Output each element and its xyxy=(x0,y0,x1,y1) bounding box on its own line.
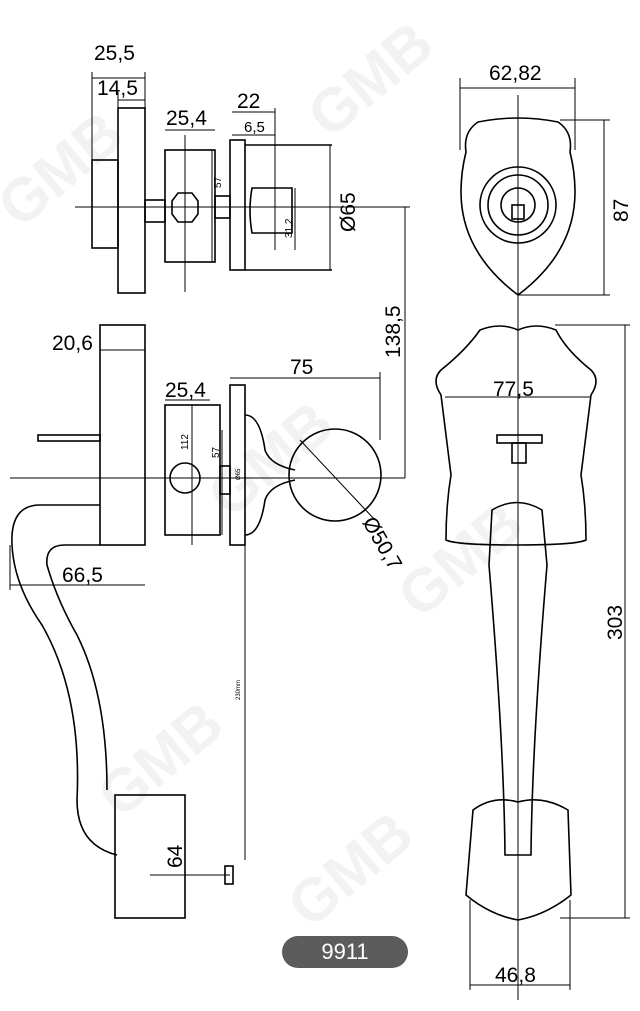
svg-text:112: 112 xyxy=(180,434,191,450)
svg-text:GMB: GMB xyxy=(275,799,425,940)
svg-text:GMB: GMB xyxy=(385,489,535,630)
svg-text:57: 57 xyxy=(213,176,224,188)
svg-text:14,5: 14,5 xyxy=(97,77,138,100)
svg-text:GMB: GMB xyxy=(85,689,235,830)
svg-text:31,2: 31,2 xyxy=(284,218,295,238)
svg-text:20,6: 20,6 xyxy=(52,332,93,355)
svg-text:77,5: 77,5 xyxy=(493,378,534,401)
svg-text:64: 64 xyxy=(164,844,187,868)
svg-text:22: 22 xyxy=(237,90,260,113)
watermark: GMB GMB GMB GMB GMB GMB xyxy=(0,9,536,940)
deadbolt-side-view: 25,5 14,5 25,4 22 6,5 57 31,2 Ø65 138,5 xyxy=(75,42,410,478)
svg-text:Ø65: Ø65 xyxy=(236,468,242,480)
svg-text:Ø50,7: Ø50,7 xyxy=(358,513,407,574)
svg-text:57: 57 xyxy=(211,446,222,458)
handleset-front-view: 77,5 303 46,8 xyxy=(435,324,630,990)
svg-text:6,5: 6,5 xyxy=(244,119,265,136)
svg-text:66,5: 66,5 xyxy=(62,564,103,587)
svg-text:87: 87 xyxy=(610,199,633,222)
svg-text:GMB: GMB xyxy=(0,99,136,240)
svg-text:25,5: 25,5 xyxy=(94,42,135,65)
svg-text:138,5: 138,5 xyxy=(382,305,405,358)
svg-text:25,4: 25,4 xyxy=(166,107,207,130)
svg-text:Ø65: Ø65 xyxy=(337,192,360,232)
model-number-badge: 9911 xyxy=(282,936,408,968)
svg-text:230mm: 230mm xyxy=(236,680,242,700)
svg-text:GMB: GMB xyxy=(295,9,445,150)
svg-text:62,82: 62,82 xyxy=(489,62,542,85)
svg-text:75: 75 xyxy=(290,356,313,379)
svg-text:25,4: 25,4 xyxy=(165,379,206,402)
escutcheon-front-view: 62,82 87 xyxy=(459,62,633,1000)
svg-text:46,8: 46,8 xyxy=(495,964,536,987)
svg-text:303: 303 xyxy=(604,605,627,640)
